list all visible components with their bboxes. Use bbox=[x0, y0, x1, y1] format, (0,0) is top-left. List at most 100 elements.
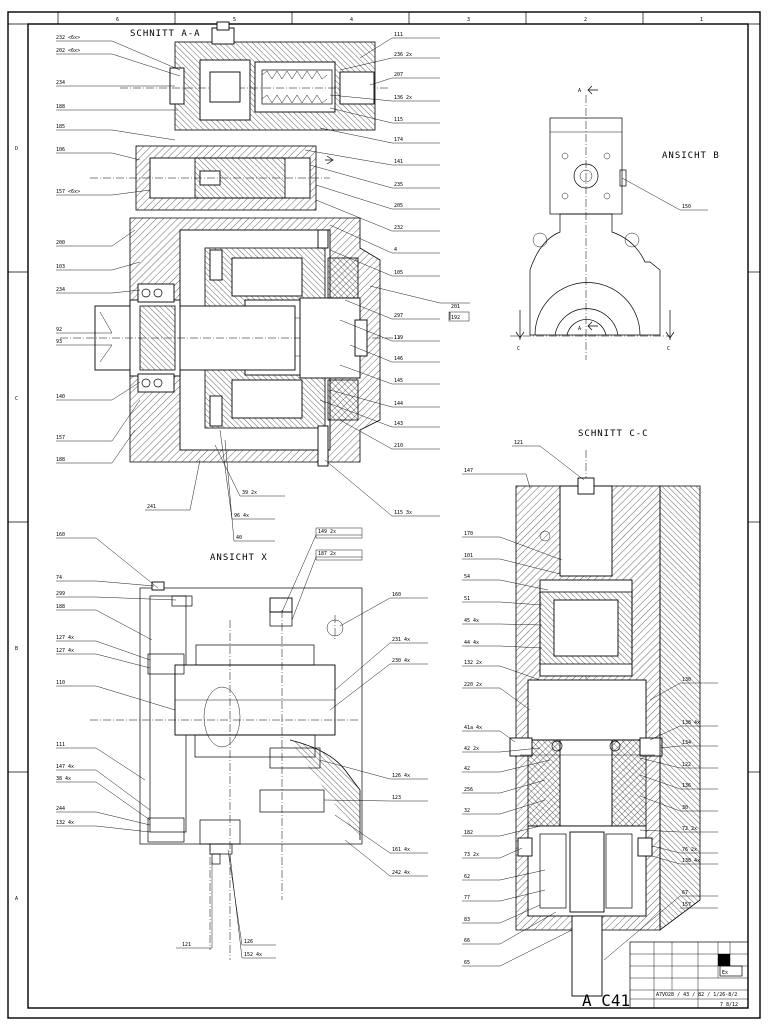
part-label: 132 2x bbox=[464, 660, 482, 666]
part-label: 143 bbox=[394, 421, 403, 427]
part-label: 65 bbox=[464, 960, 470, 966]
part-label: 44 4x bbox=[464, 640, 479, 646]
company-logo: Ex bbox=[722, 970, 728, 976]
part-label: 38 4x bbox=[56, 776, 71, 782]
section-aa-drawing: SCHNITT A-A bbox=[60, 21, 451, 467]
part-label: 40 bbox=[236, 535, 242, 541]
view-title: SCHNITT C-C bbox=[578, 429, 649, 439]
part-label: 161 4x bbox=[392, 847, 410, 853]
drawing-number: A C41 bbox=[582, 991, 630, 1010]
section-marker: A bbox=[578, 88, 581, 94]
part-label: 220 2x bbox=[464, 682, 482, 688]
part-label: 138 4x bbox=[682, 720, 700, 726]
part-label: 235 bbox=[394, 182, 403, 188]
part-label: 200 bbox=[56, 240, 65, 246]
part-label: 234 bbox=[56, 287, 65, 293]
part-label: 188 bbox=[56, 457, 65, 463]
part-label: 74 bbox=[56, 575, 62, 581]
part-label: 77 bbox=[464, 895, 470, 901]
view-title: ANSICHT B bbox=[662, 151, 720, 161]
part-label: 174 bbox=[394, 137, 403, 143]
part-label: 121 bbox=[182, 942, 191, 948]
part-label: 147 4x bbox=[56, 764, 74, 770]
part-label: 62 bbox=[464, 874, 470, 880]
row-letter: A bbox=[15, 896, 18, 902]
part-label: 127 4x bbox=[56, 648, 74, 654]
part-label: 121 bbox=[514, 440, 523, 446]
part-label: 72 2x bbox=[682, 826, 697, 832]
part-label: 144 bbox=[394, 401, 403, 407]
part-label: 187 2x bbox=[318, 551, 336, 557]
part-label: 96 4x bbox=[234, 513, 249, 519]
part-label: 157 bbox=[682, 902, 691, 908]
part-label: 230 4x bbox=[392, 658, 410, 664]
part-label: 103 bbox=[56, 264, 65, 270]
part-label: 115 bbox=[394, 117, 403, 123]
part-label: 111 bbox=[56, 742, 65, 748]
part-label: 30 bbox=[682, 805, 688, 811]
part-label: 160 bbox=[56, 532, 65, 538]
part-label: 188 bbox=[56, 104, 65, 110]
part-label: 139 bbox=[394, 335, 403, 341]
part-label: 105 bbox=[394, 270, 403, 276]
part-label: 73 2x bbox=[464, 852, 479, 858]
part-label: 299 bbox=[56, 591, 65, 597]
part-label: 140 bbox=[56, 394, 65, 400]
part-label: 132 4x bbox=[56, 820, 74, 826]
part-label: 297 bbox=[394, 313, 403, 319]
part-label: 130 bbox=[682, 677, 691, 683]
part-label: 66 bbox=[464, 938, 470, 944]
part-label: 149 2x bbox=[318, 529, 336, 535]
section-marker: A bbox=[578, 326, 581, 332]
drawing-description: A7VO28 / 43 / 82 / 1/26-8/2 bbox=[656, 992, 737, 998]
part-label: 83 bbox=[464, 917, 470, 923]
part-label: 147 bbox=[464, 468, 473, 474]
view-title: ANSICHT X bbox=[210, 553, 268, 563]
part-label: 236 2x bbox=[394, 52, 412, 58]
section-marker: C bbox=[667, 346, 670, 352]
part-label: 54 bbox=[464, 574, 470, 580]
part-label: 101 bbox=[464, 553, 473, 559]
part-label: 185 bbox=[56, 124, 65, 130]
part-label: 111 bbox=[394, 32, 403, 38]
part-label: 136 bbox=[682, 783, 691, 789]
view-b-drawing: ANSICHT B A C C A 150 bbox=[510, 85, 720, 360]
col-number: 2 bbox=[584, 17, 587, 23]
col-number: 6 bbox=[116, 17, 119, 23]
part-label: 93 bbox=[56, 339, 62, 345]
part-label: 51 bbox=[464, 596, 470, 602]
part-label: 170 bbox=[464, 531, 473, 537]
section-cc-callouts: 121 147 170 101 54 51 45 4x 44 4x 132 2x… bbox=[462, 440, 718, 967]
part-label: 256 bbox=[464, 787, 473, 793]
row-letter: C bbox=[15, 396, 18, 402]
part-label: 152 4x bbox=[244, 952, 262, 958]
section-cc-drawing: SCHNITT C-C bbox=[509, 429, 701, 1000]
row-letter: B bbox=[15, 646, 18, 652]
part-label: 110 bbox=[56, 680, 65, 686]
part-label: 242 4x bbox=[392, 870, 410, 876]
part-label: 157 bbox=[56, 435, 65, 441]
part-label: 150 bbox=[682, 204, 691, 210]
part-label: 136 2x bbox=[394, 95, 412, 101]
view-x-drawing: ANSICHT X bbox=[90, 553, 363, 960]
part-label: 146 bbox=[394, 356, 403, 362]
part-label: 232 bbox=[394, 225, 403, 231]
part-label: 210 bbox=[394, 443, 403, 449]
part-label: 138 4x bbox=[682, 858, 700, 864]
part-label: 76 2x bbox=[682, 847, 697, 853]
col-number: 3 bbox=[467, 17, 470, 23]
part-label: 231 4x bbox=[392, 637, 410, 643]
view-title: SCHNITT A-A bbox=[130, 29, 201, 39]
part-label: 92 bbox=[56, 327, 62, 333]
part-label: 207 bbox=[394, 72, 403, 78]
part-label: 160 bbox=[392, 592, 401, 598]
part-label: 205 bbox=[394, 203, 403, 209]
part-label: 188 bbox=[56, 604, 65, 610]
part-label: 157 <6x> bbox=[56, 189, 80, 195]
part-label: 42 bbox=[464, 766, 470, 772]
title-block: Ex A7VO28 / 43 / 82 / 1/26-8/2 7 8/12 A … bbox=[582, 941, 749, 1010]
section-aa-callouts: 232 <6x> 202 <6x> 234 188 185 106 157 <6… bbox=[56, 32, 470, 542]
view-x-callouts: 160 74 299 188 127 4x 127 4x 110 111 147… bbox=[56, 527, 428, 959]
part-label: 115 3x bbox=[394, 510, 412, 516]
